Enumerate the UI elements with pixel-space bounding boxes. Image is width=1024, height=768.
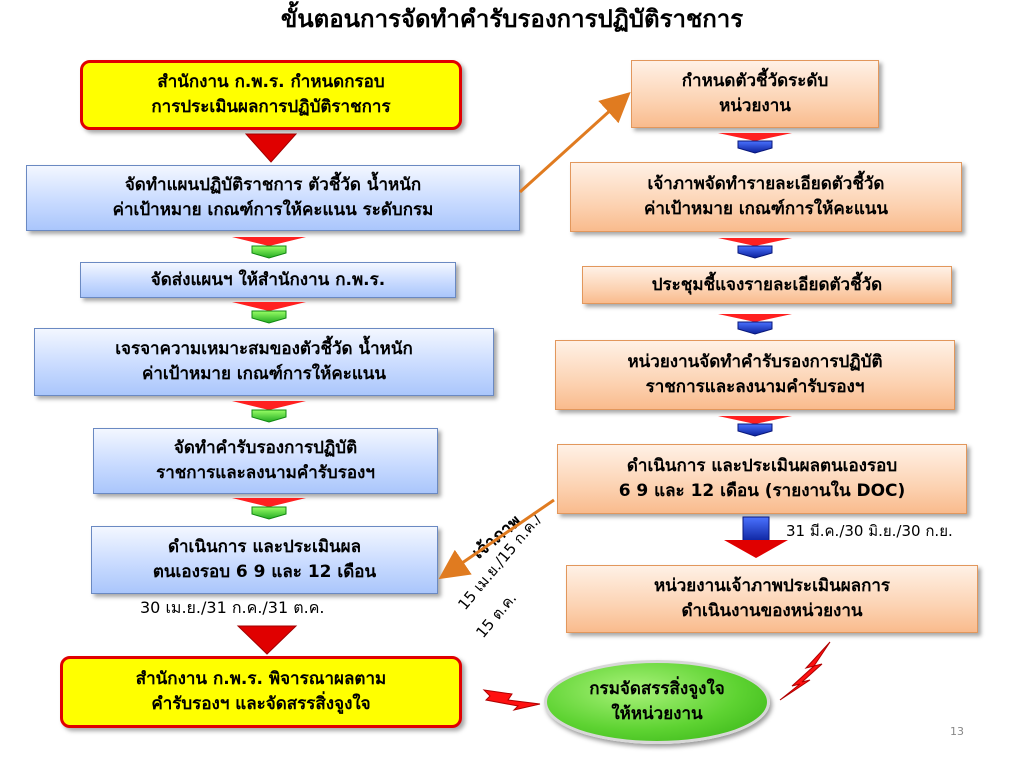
- right-step-1-box: กำหนดตัวชี้วัดระดับ หน่วยงาน: [631, 60, 879, 128]
- right-step-5-box: ดำเนินการ และประเมินผลตนเองรอบ 6 9 และ 1…: [557, 444, 967, 514]
- left-step-4-box: เจรจาความเหมาะสมของตัวชี้วัด น้ำหนัก ค่า…: [34, 328, 494, 396]
- left-step-1-line-1: สำนักงาน ก.พ.ร. กำหนดกรอบ: [157, 72, 385, 92]
- right-step-1-line-1: กำหนดตัวชี้วัดระดับ: [681, 71, 829, 91]
- arrow-green-left-4: [232, 401, 306, 423]
- arrow-blue-right-3: [718, 314, 792, 335]
- right-step-4-line-1: หน่วยงานจัดทำคำรับรองการปฏิบัติ: [627, 352, 883, 372]
- right-step-4-box: หน่วยงานจัดทำคำรับรองการปฏิบัติ ราชการแล…: [555, 340, 955, 410]
- arrow-blue-right-4: [718, 416, 792, 437]
- right-step-5-line-2: 6 9 และ 12 เดือน (รายงานใน DOC): [618, 481, 906, 501]
- page-number: 13: [950, 725, 964, 738]
- arrow-blue-right-5: [724, 516, 788, 558]
- arrow-blue-right-2: [718, 238, 792, 259]
- connector-orange-up: [518, 91, 631, 194]
- left-step-7-line-1: สำนักงาน ก.พ.ร. พิจารณาผลตาม: [135, 669, 387, 689]
- incentive-oval-line-1: กรมจัดสรรสิ่งจูงใจ: [589, 679, 725, 699]
- left-step-5-line-1: จัดทำคำรับรองการปฏิบัติ: [173, 438, 358, 458]
- lightning-bolt-icon-left: [482, 689, 541, 711]
- right-step-6-line-2: ดำเนินงานของหน่วยงาน: [681, 601, 863, 621]
- left-step-2-line-2: ค่าเป้าหมาย เกณฑ์การให้คะแนน ระดับกรม: [112, 200, 434, 220]
- left-step-1-box: สำนักงาน ก.พ.ร. กำหนดกรอบ การประเมินผลกา…: [80, 60, 462, 130]
- left-step-6-line-2: ตนเองรอบ 6 9 และ 12 เดือน: [152, 562, 377, 582]
- incentive-oval-line-2: ให้หน่วยงาน: [611, 704, 703, 724]
- right-step-3-box: ประชุมชี้แจงรายละเอียดตัวชี้วัด: [582, 266, 952, 304]
- left-step-3-box: จัดส่งแผนฯ ให้สำนักงาน ก.พ.ร.: [80, 262, 456, 298]
- arrow-red-left-1: [244, 133, 298, 163]
- page-title: ขั้นตอนการจัดทำคำรับรองการปฏิบัติราชการ: [280, 5, 744, 33]
- arrow-green-left-2: [232, 237, 306, 259]
- left-step-6-box: ดำเนินการ และประเมินผล ตนเองรอบ 6 9 และ …: [91, 526, 438, 594]
- left-step-3-line-1: จัดส่งแผนฯ ให้สำนักงาน ก.พ.ร.: [150, 269, 386, 290]
- left-step-5-box: จัดทำคำรับรองการปฏิบัติ ราชการและลงนามคำ…: [93, 428, 438, 494]
- right-step-6-line-1: หน่วยงานเจ้าภาพประเมินผลการ: [653, 576, 891, 596]
- left-step-4-line-2: ค่าเป้าหมาย เกณฑ์การให้คะแนน: [141, 364, 387, 384]
- right-step-2-line-2: ค่าเป้าหมาย เกณฑ์การให้คะแนน: [643, 199, 889, 219]
- right-step-2-line-1: เจ้าภาพจัดทำรายละเอียดตัวชี้วัด: [647, 174, 885, 194]
- left-step-7-box: สำนักงาน ก.พ.ร. พิจารณาผลตาม คำรับรองฯ แ…: [60, 656, 462, 728]
- arrow-green-left-3: [232, 302, 306, 324]
- right-step-2-box: เจ้าภาพจัดทำรายละเอียดตัวชี้วัด ค่าเป้าห…: [570, 162, 962, 232]
- right-step-1-line-2: หน่วยงาน: [719, 96, 791, 116]
- right-step-5-line-1: ดำเนินการ และประเมินผลตนเองรอบ: [626, 456, 898, 476]
- incentive-oval: กรมจัดสรรสิ่งจูงใจ ให้หน่วยงาน: [544, 660, 770, 744]
- right-step-3-line-1: ประชุมชี้แจงรายละเอียดตัวชี้วัด: [651, 274, 883, 295]
- right-step-6-box: หน่วยงานเจ้าภาพประเมินผลการ ดำเนินงานของ…: [566, 565, 978, 633]
- right-step-5-dates: 31 มี.ค./30 มิ.ย./30 ก.ย.: [786, 522, 953, 540]
- connector-orange-down: [438, 498, 555, 580]
- left-step-6-line-1: ดำเนินการ และประเมินผล: [167, 537, 362, 557]
- left-step-7-line-2: คำรับรองฯ และจัดสรรสิ่งจูงใจ: [151, 694, 371, 714]
- arrow-red-left-6: [236, 625, 298, 655]
- left-step-2-box: จัดทำแผนปฏิบัติราชการ ตัวชี้วัด น้ำหนัก …: [26, 165, 520, 231]
- left-step-5-line-2: ราชการและลงนามคำรับรองฯ: [156, 463, 375, 483]
- left-step-6-dates: 30 เม.ย./31 ก.ค./31 ต.ค.: [140, 598, 325, 617]
- right-step-4-line-2: ราชการและลงนามคำรับรองฯ: [645, 377, 865, 397]
- left-step-1-line-2: การประเมินผลการปฏิบัติราชการ: [151, 97, 391, 117]
- lightning-bolt-icon-right: [779, 641, 831, 701]
- left-step-2-line-1: จัดทำแผนปฏิบัติราชการ ตัวชี้วัด น้ำหนัก: [124, 175, 422, 195]
- left-step-4-line-1: เจรจาความเหมาะสมของตัวชี้วัด น้ำหนัก: [115, 339, 413, 359]
- arrow-green-left-5: [232, 498, 306, 520]
- arrow-blue-right-1: [718, 133, 792, 154]
